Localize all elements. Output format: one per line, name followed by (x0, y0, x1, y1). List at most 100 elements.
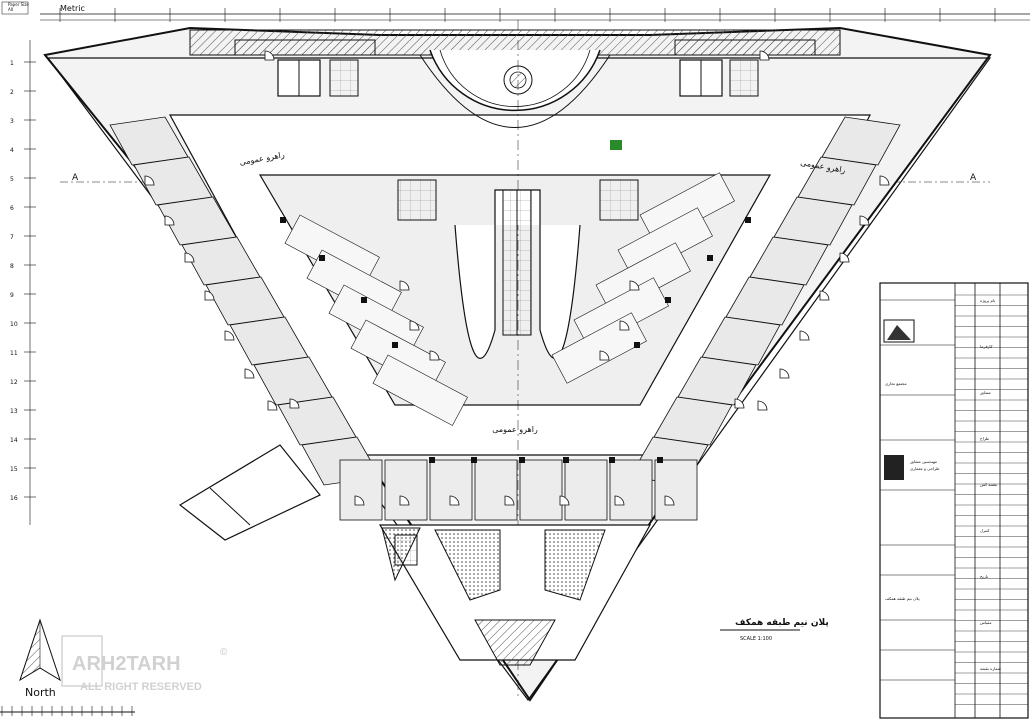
plan-title-block: پلان نیم طبقه همکف SCALE 1:100 (720, 618, 829, 642)
door-swing (164, 215, 175, 226)
watermark-copyright: © (220, 647, 228, 658)
axis-number: 11 (10, 350, 18, 357)
elevators-left (277, 59, 359, 97)
title-block-label: طراح (980, 436, 989, 441)
structural-column (707, 255, 713, 261)
door-swing (757, 400, 768, 411)
shop-unit-bottom (339, 459, 383, 521)
axis-number: 2 (10, 89, 14, 96)
title-block-label: تاریخ (980, 574, 988, 579)
door-swing (629, 280, 640, 291)
scale-bar (0, 706, 135, 716)
shop-unit-bottom (609, 459, 653, 521)
plan-scale: SCALE 1:100 (740, 636, 772, 642)
atrium-shop-left (372, 354, 468, 426)
structural-column (429, 457, 435, 463)
door-swing (267, 400, 278, 411)
watermark-subtitle: ALL RIGHT RESERVED (80, 681, 202, 693)
door-swing (224, 330, 235, 341)
title-block-label: مقیاس (980, 620, 991, 625)
stair-left (397, 179, 437, 221)
paper-size-label: Paper Size (8, 2, 29, 7)
central-escalator (454, 189, 581, 360)
north-arrow: North (19, 618, 61, 699)
door-swing (244, 368, 255, 379)
title-block-label: مشاور (979, 390, 991, 395)
shop-unit-bottom (429, 459, 473, 521)
structural-column (609, 457, 615, 463)
axis-number: 6 (10, 205, 14, 212)
door-swing (779, 368, 790, 379)
structural-column (280, 217, 286, 223)
door-swing (204, 290, 215, 301)
hall-label-center: راهرو عمومی (492, 425, 538, 434)
door-swings (144, 50, 890, 506)
plan-title: پلان نیم طبقه همکف (735, 618, 829, 628)
shop-unit-bottom (654, 459, 698, 521)
shop-unit-bottom (474, 459, 518, 521)
structural-column (519, 457, 525, 463)
axis-number: 14 (10, 437, 18, 444)
shop-unit-bottom (564, 459, 608, 521)
structural-column (634, 342, 640, 348)
shop-unit-bottom (519, 459, 563, 521)
door-swing (879, 175, 890, 186)
structural-column (361, 297, 367, 303)
door-swing (734, 398, 745, 409)
metric-label: Metric (60, 4, 85, 13)
top-dimension-strip (40, 8, 1030, 22)
axis-number: 1 (10, 60, 14, 67)
paper-meta: Paper Size A0 Metric (1, 1, 85, 15)
title-block-label: نام پروژه (980, 298, 995, 303)
door-swing (614, 495, 625, 506)
door-swing (409, 320, 420, 331)
side-annex (178, 444, 321, 541)
structural-column (745, 217, 751, 223)
title-block-label: کارفرما (980, 344, 993, 349)
door-swing (664, 495, 675, 506)
axis-number: 9 (10, 292, 14, 299)
door-swing (449, 495, 460, 506)
company-line-2: طراحی و معماری (910, 466, 939, 471)
door-swing (819, 290, 830, 301)
title-block-label: شماره نقشه (980, 666, 1002, 671)
structural-column (471, 457, 477, 463)
door-swing (354, 495, 365, 506)
svg-text:A: A (72, 173, 79, 183)
axis-number: 3 (10, 118, 14, 125)
door-swing (264, 50, 275, 61)
structural-column (392, 342, 398, 348)
company-line-1: مهندسین مشاور (909, 459, 937, 464)
green-marker (610, 140, 622, 150)
title-block: مهندسین مشاور طراحی و معماری مجتمع تجاری… (879, 282, 1029, 719)
axis-number: 15 (10, 466, 18, 473)
axis-number: 12 (10, 379, 18, 386)
structural-column (563, 457, 569, 463)
south-entrance (378, 524, 652, 666)
door-swing (859, 215, 870, 226)
north-label: North (25, 686, 56, 699)
door-swing (429, 350, 440, 361)
shops-bottom-row (284, 172, 735, 521)
shops-left-wing (109, 116, 381, 486)
title-block-label: نقشه کش (980, 482, 997, 487)
watermark: ARH2TARH ALL RIGHT RESERVED © (61, 635, 228, 693)
section-marker-right: A (970, 173, 977, 183)
door-swing (504, 495, 515, 506)
door-swing (144, 175, 155, 186)
door-swing (184, 252, 195, 263)
structural-column (319, 255, 325, 261)
door-swing (839, 252, 850, 263)
shops-right-wing (629, 116, 901, 486)
axis-number: 5 (10, 176, 14, 183)
door-swing (289, 398, 300, 409)
title-block-label: کنترل (980, 528, 990, 533)
axis-number: 7 (10, 234, 14, 241)
door-swing (399, 495, 410, 506)
axis-number: 8 (10, 263, 14, 270)
structural-column (657, 457, 663, 463)
shop-unit-bottom (384, 459, 428, 521)
axis-number: 4 (10, 147, 14, 154)
structural-column (665, 297, 671, 303)
